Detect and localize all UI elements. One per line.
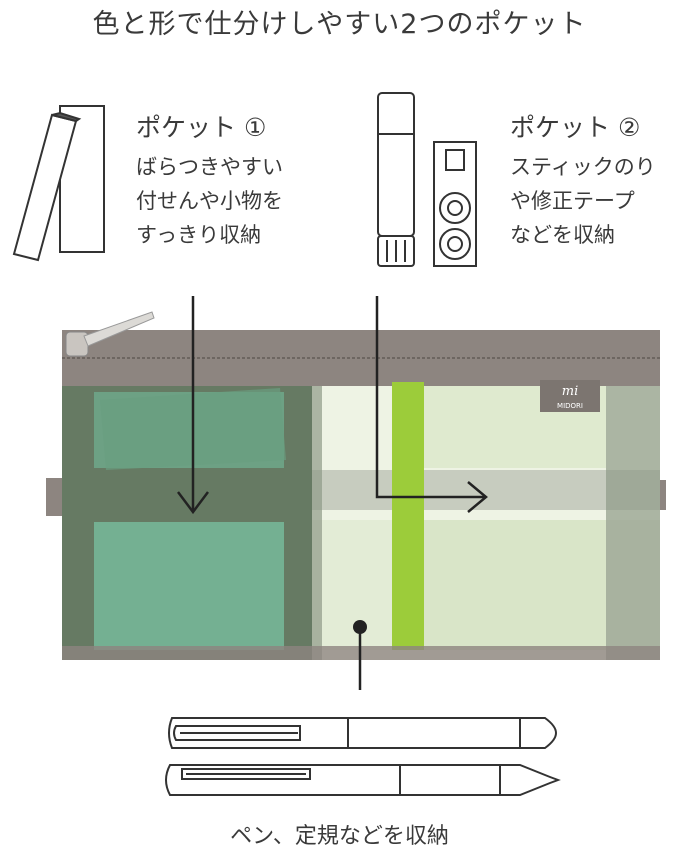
pocket2-heading: ポケット ②: [510, 113, 641, 142]
pointer-line: [353, 620, 367, 690]
correction-tape-icon: [433, 141, 477, 267]
pouch-strap-right: [656, 480, 666, 510]
sticky-notes-icon: [12, 105, 105, 262]
svg-text:MIDORI: MIDORI: [557, 402, 583, 410]
arrow-down-icon: [177, 296, 209, 515]
zipper-pull: [65, 311, 155, 357]
pocket1-heading: ポケット ①: [136, 113, 267, 142]
arrow-right-icon: [375, 296, 488, 513]
pouch-strap-left: [46, 478, 66, 516]
svg-text:mi: mi: [562, 384, 579, 399]
mesh-pouch: [62, 311, 660, 660]
bottom-label: ペン、定規などを収納: [230, 824, 449, 849]
page-title: 色と形で仕分けしやすい2つのポケット: [92, 9, 587, 40]
mechanical-pencil-icon: [165, 764, 561, 796]
brand-tag: mi MIDORI: [540, 380, 600, 412]
pocket2-description: スティックのり や修正テープ などを収納: [510, 155, 656, 247]
pocket1-description: ばらつきやすい 付せんや小物を すっきり収納: [136, 155, 283, 247]
glue-stick-icon: [377, 92, 415, 267]
pen-icon: [168, 717, 558, 749]
